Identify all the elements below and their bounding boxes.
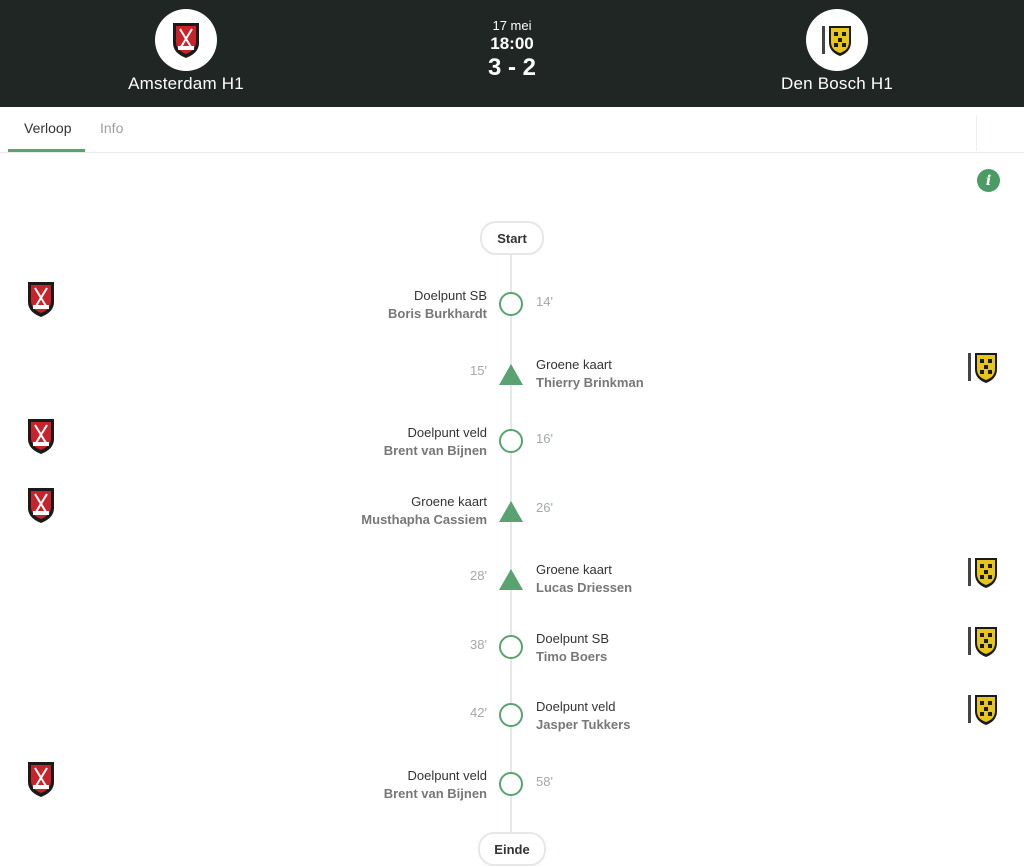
event-type: Doelpunt veld [536, 699, 616, 714]
event-player[interactable]: Boris Burkhardt [388, 306, 487, 321]
timeline-event[interactable]: Doelpunt SB Timo Boers 38' [0, 626, 1024, 674]
goal-marker-icon [499, 771, 523, 796]
amsterdam-crest-icon [26, 486, 56, 529]
active-tab-indicator [8, 149, 85, 152]
home-team-logo [155, 9, 217, 71]
amsterdam-crest-icon [173, 23, 199, 58]
event-minute: 16' [536, 431, 553, 446]
goal-marker-icon [499, 634, 523, 659]
goal-marker-icon [499, 429, 523, 453]
amsterdam-crest-icon [26, 760, 56, 803]
event-details: Doelpunt SB Boris Burkhardt [287, 287, 487, 323]
goal-marker-icon [499, 292, 523, 316]
timeline-start: Start [480, 221, 544, 255]
amsterdam-crest-icon [26, 417, 56, 460]
event-type: Groene kaart [536, 356, 612, 372]
event-type: Doelpunt SB [414, 288, 487, 303]
match-time: 18:00 [490, 34, 534, 53]
goal-marker-icon [499, 703, 523, 727]
event-player[interactable]: Lucas Driessen [536, 580, 633, 595]
den-bosch-crest-icon [966, 349, 1000, 390]
event-minute: 28' [470, 568, 487, 583]
event-minute: 14' [536, 294, 553, 309]
event-details: Doelpunt SB Timo Boers [536, 630, 736, 666]
event-minute: 42' [470, 705, 487, 720]
home-team[interactable]: Amsterdam H1 [76, 9, 296, 94]
event-minute: 26' [536, 499, 553, 515]
tab-verloop[interactable]: Verloop [24, 120, 72, 136]
match-date: 17 mei [492, 18, 532, 33]
tab-divider [976, 115, 977, 151]
event-player[interactable]: Jasper Tukkers [536, 717, 631, 732]
event-type: Doelpunt veld [407, 425, 488, 440]
green-card-marker-icon [499, 500, 523, 522]
green-card-marker-icon [499, 569, 523, 590]
away-team[interactable]: Den Bosch H1 [727, 9, 947, 94]
amsterdam-crest-icon [26, 280, 56, 323]
match-score: 3 - 2 [487, 54, 537, 81]
timeline-end: Einde [478, 832, 546, 866]
info-icon[interactable]: i [977, 169, 1000, 192]
match-header: Amsterdam H1 17 mei 18:00 3 - 2 Den Bosc… [0, 0, 1024, 107]
away-team-logo [806, 9, 868, 71]
tab-info[interactable]: Info [100, 120, 124, 136]
event-type: Groene kaart [411, 493, 487, 509]
den-bosch-crest-icon [966, 691, 1000, 732]
home-team-name: Amsterdam H1 [128, 74, 244, 93]
timeline-event[interactable]: Doelpunt SB Boris Burkhardt 14' [0, 282, 1024, 331]
away-team-name: Den Bosch H1 [780, 74, 893, 93]
event-type: Doelpunt veld [407, 767, 488, 783]
match-info: 17 mei 18:00 3 - 2 [412, 18, 612, 82]
tab-bar: Verloop Info [0, 107, 1024, 153]
event-player[interactable]: Thierry Brinkman [536, 374, 644, 390]
green-card-marker-icon [499, 363, 523, 385]
event-type: Groene kaart [536, 562, 612, 577]
den-bosch-crest-icon [966, 623, 1000, 664]
event-player[interactable]: Musthapha Cassiem [361, 511, 487, 527]
event-minute: 15' [470, 362, 487, 378]
event-minute: 58' [536, 773, 553, 789]
event-minute: 38' [470, 636, 487, 652]
event-player[interactable]: Timo Boers [536, 648, 608, 664]
event-type: Doelpunt SB [536, 630, 609, 646]
den-bosch-crest-icon [822, 26, 851, 56]
event-player[interactable]: Brent van Bijnen [383, 443, 487, 458]
event-player[interactable]: Brent van Bijnen [383, 785, 487, 801]
timeline-line [510, 250, 512, 840]
den-bosch-crest-icon [966, 554, 1000, 595]
